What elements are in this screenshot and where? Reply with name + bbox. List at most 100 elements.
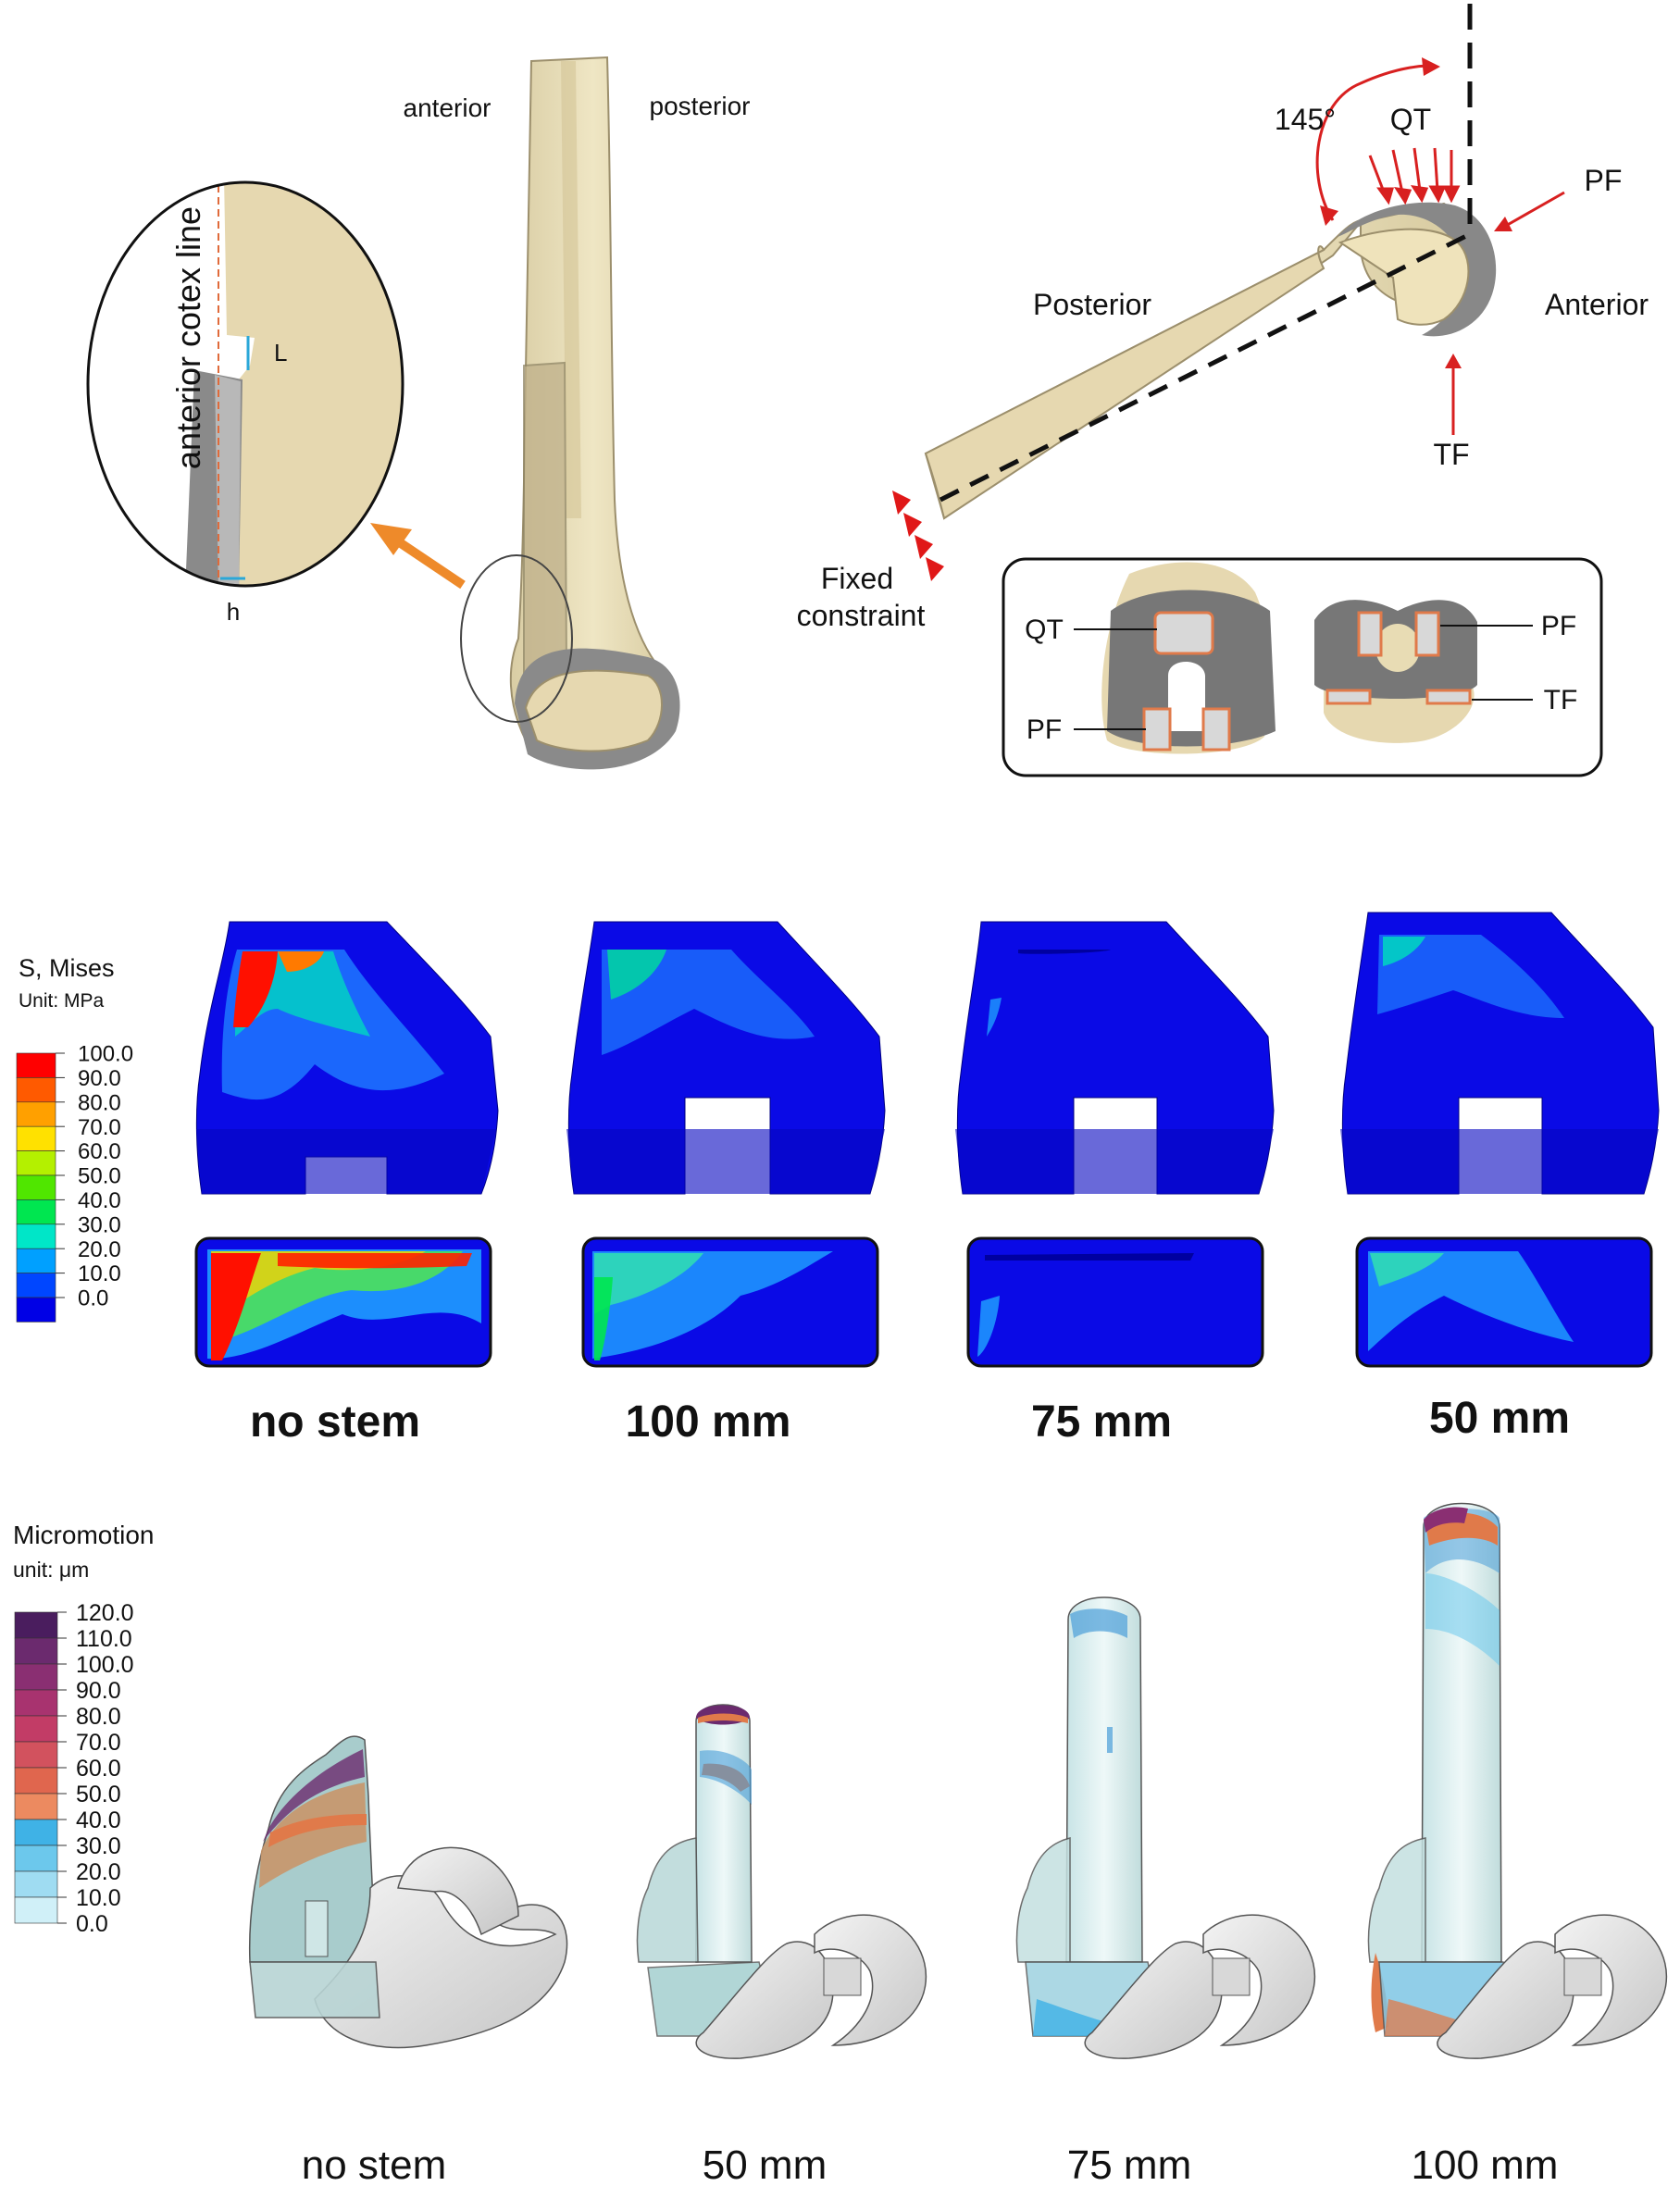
posterior-label: Posterior xyxy=(1033,288,1151,321)
femur-posterior-label: posterior xyxy=(650,92,751,120)
inset-qt-label: QT xyxy=(1025,615,1064,645)
femur-anterior-label: anterior xyxy=(404,93,492,122)
stress-model-75mm xyxy=(955,921,1275,1368)
stress-models xyxy=(194,912,1660,1368)
colorbar-swatch xyxy=(14,1896,58,1924)
colorbar-swatch xyxy=(14,1611,58,1639)
micromotion-legend-unit: unit: μm xyxy=(13,1558,89,1582)
colorbar-swatch xyxy=(14,1844,58,1872)
mm-label-no-stem: no stem xyxy=(302,2143,447,2186)
stress-model-labels: no stem 100 mm 75 mm 50 mm xyxy=(250,1394,1570,1447)
colorbar-tick-label: 70.0 xyxy=(76,1730,121,1756)
stress-label-100mm: 100 mm xyxy=(626,1397,791,1447)
colorbar-tick-label: 10.0 xyxy=(76,1885,121,1911)
colorbar-tick-label: 100.0 xyxy=(78,1042,133,1067)
colorbar-tick-label: 40.0 xyxy=(78,1188,121,1213)
micromotion-models xyxy=(248,1502,1668,2059)
stress-legend: S, Mises Unit: MPa 100.090.080.070.060.0… xyxy=(16,954,133,1323)
micromotion-model-no-stem xyxy=(248,1735,568,2049)
colorbar-tick-label: 30.0 xyxy=(78,1212,121,1237)
colorbar-tick-label: 60.0 xyxy=(78,1139,121,1164)
colorbar-tick-label: 10.0 xyxy=(78,1261,121,1286)
micromotion-legend-title: Micromotion xyxy=(13,1521,154,1549)
colorbar-tick-label: 0.0 xyxy=(76,1911,108,1937)
zoom-arrow xyxy=(370,523,466,590)
anterior-label: Anterior xyxy=(1545,288,1649,321)
colorbar-tick-label: 30.0 xyxy=(76,1833,121,1859)
stress-legend-unit: Unit: MPa xyxy=(19,990,105,1012)
colorbar-tick-label: 90.0 xyxy=(76,1678,121,1704)
zoom-oval-group: anterior cotex line L h xyxy=(86,180,404,626)
inset-pf-left-label: PF xyxy=(1027,714,1062,745)
colorbar-swatch xyxy=(16,1174,56,1200)
colorbar-swatch xyxy=(16,1248,56,1273)
colorbar-tick-label: 90.0 xyxy=(78,1066,121,1091)
label-L: L xyxy=(274,339,287,366)
micromotion-model-50mm xyxy=(636,1704,927,2059)
label-h: h xyxy=(227,598,240,626)
colorbar-swatch xyxy=(16,1101,56,1127)
micromotion-model-100mm xyxy=(1367,1502,1668,2059)
colorbar-swatch xyxy=(14,1767,58,1795)
femur-lateral-view: anterior posterior xyxy=(404,56,751,770)
mm-label-50mm: 50 mm xyxy=(703,2143,827,2186)
colorbar-swatch xyxy=(14,1741,58,1769)
tf-load-label: TF xyxy=(1433,438,1469,471)
stress-legend-title: S, Mises xyxy=(19,954,115,982)
colorbar-tick-label: 60.0 xyxy=(76,1756,121,1782)
colorbar-tick-label: 20.0 xyxy=(78,1237,121,1262)
stress-label-50mm: 50 mm xyxy=(1429,1394,1570,1443)
pf-load-label: PF xyxy=(1585,164,1623,197)
stress-model-no-stem xyxy=(194,921,499,1368)
colorbar-tick-label: 80.0 xyxy=(78,1090,121,1115)
stress-label-no-stem: no stem xyxy=(250,1397,420,1447)
stress-label-75mm: 75 mm xyxy=(1031,1397,1172,1447)
fixed-label-1: Fixed xyxy=(821,562,893,595)
fixed-label-2: constraint xyxy=(797,599,926,632)
colorbar-swatch xyxy=(16,1052,56,1078)
stress-model-50mm xyxy=(1340,912,1660,1368)
colorbar-swatch xyxy=(14,1689,58,1717)
colorbar-swatch xyxy=(14,1870,58,1898)
colorbar-swatch xyxy=(14,1715,58,1743)
colorbar-swatch xyxy=(16,1077,56,1103)
micromotion-model-labels: no stem 50 mm 75 mm 100 mm xyxy=(302,2143,1559,2186)
loading-diagram: 145° QT PF Posterior Anterior TF Fixed c… xyxy=(797,4,1649,777)
micromotion-model-75mm xyxy=(1015,1596,1316,2059)
colorbar-swatch xyxy=(16,1150,56,1176)
stress-model-100mm xyxy=(566,921,886,1368)
colorbar-tick-label: 0.0 xyxy=(78,1286,108,1311)
colorbar-tick-label: 120.0 xyxy=(76,1600,134,1626)
colorbar-swatch xyxy=(16,1297,56,1323)
colorbar-swatch xyxy=(16,1273,56,1298)
micromotion-colorbar xyxy=(14,1611,58,1924)
colorbar-swatch xyxy=(16,1199,56,1225)
inset-pf-right-label: PF xyxy=(1541,611,1576,641)
colorbar-tick-label: 50.0 xyxy=(76,1782,121,1807)
inset-tf-label: TF xyxy=(1544,685,1578,715)
colorbar-swatch xyxy=(14,1793,58,1820)
micromotion-colorbar-ticks: 120.0110.0100.090.080.070.060.050.040.03… xyxy=(57,1600,134,1937)
colorbar-swatch xyxy=(14,1663,58,1691)
stress-colorbar-ticks: 100.090.080.070.060.050.040.030.020.010.… xyxy=(56,1042,133,1311)
colorbar-tick-label: 40.0 xyxy=(76,1807,121,1833)
colorbar-tick-label: 110.0 xyxy=(76,1626,132,1652)
colorbar-tick-label: 50.0 xyxy=(78,1164,121,1189)
micromotion-legend: Micromotion unit: μm 120.0110.0100.090.0… xyxy=(13,1521,154,1937)
cortex-line-label: anterior cotex line xyxy=(169,206,207,469)
colorbar-tick-label: 20.0 xyxy=(76,1859,121,1885)
colorbar-swatch xyxy=(16,1223,56,1249)
colorbar-tick-label: 70.0 xyxy=(78,1115,121,1140)
zoom-oval xyxy=(86,180,404,588)
colorbar-tick-label: 100.0 xyxy=(76,1652,134,1678)
contact-inset: QT PF PF TF xyxy=(1002,557,1603,777)
colorbar-swatch xyxy=(16,1125,56,1151)
mm-label-75mm: 75 mm xyxy=(1067,2143,1191,2186)
mm-label-100mm: 100 mm xyxy=(1412,2143,1559,2186)
colorbar-swatch xyxy=(14,1819,58,1846)
colorbar-tick-label: 80.0 xyxy=(76,1704,121,1730)
qt-load-label: QT xyxy=(1390,103,1431,136)
stress-colorbar xyxy=(16,1052,56,1323)
colorbar-swatch xyxy=(14,1637,58,1665)
